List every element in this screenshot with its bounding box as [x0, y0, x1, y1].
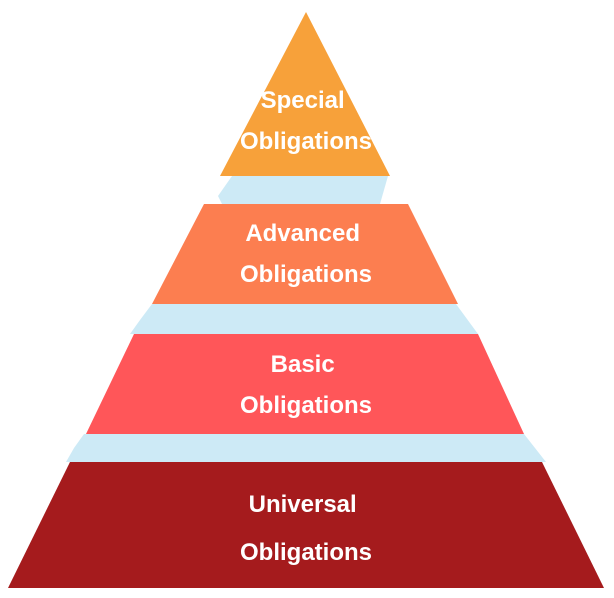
tier-basic-label-line2: Obligations: [240, 392, 372, 419]
tier-special-label-line2: Obligations: [240, 128, 372, 155]
tier-universal-shape: [8, 462, 604, 588]
connector-band-3: [66, 434, 546, 462]
tier-basic: Basic Obligations: [86, 334, 524, 434]
connector-band-1: [218, 176, 388, 204]
svg-text:Special Obligations: Special Obligations: [240, 87, 372, 155]
tier-advanced-shape: [152, 204, 458, 304]
tier-advanced-label-line1: Advanced: [245, 220, 360, 247]
tier-basic-label-line1: Basic: [271, 351, 335, 378]
tier-advanced: Advanced Obligations: [152, 204, 458, 304]
svg-text:Basic Obligations: Basic Obligations: [240, 351, 372, 419]
svg-text:Advanced Obligations: Advanced Obligations: [240, 220, 372, 288]
connector-band-2: [130, 304, 478, 334]
tier-universal-label-line2: Obligations: [240, 539, 372, 566]
tier-basic-shape: [86, 334, 524, 434]
tier-special-shape: [220, 12, 390, 176]
tier-advanced-label-line2: Obligations: [240, 261, 372, 288]
svg-text:Universal Obligations: Universal Obligations: [240, 491, 372, 566]
tier-universal: Universal Obligations: [8, 462, 604, 588]
tier-special: Special Obligations: [220, 12, 390, 176]
tier-special-label-line1: Special: [261, 87, 345, 114]
tier-universal-label-line1: Universal: [249, 491, 357, 518]
